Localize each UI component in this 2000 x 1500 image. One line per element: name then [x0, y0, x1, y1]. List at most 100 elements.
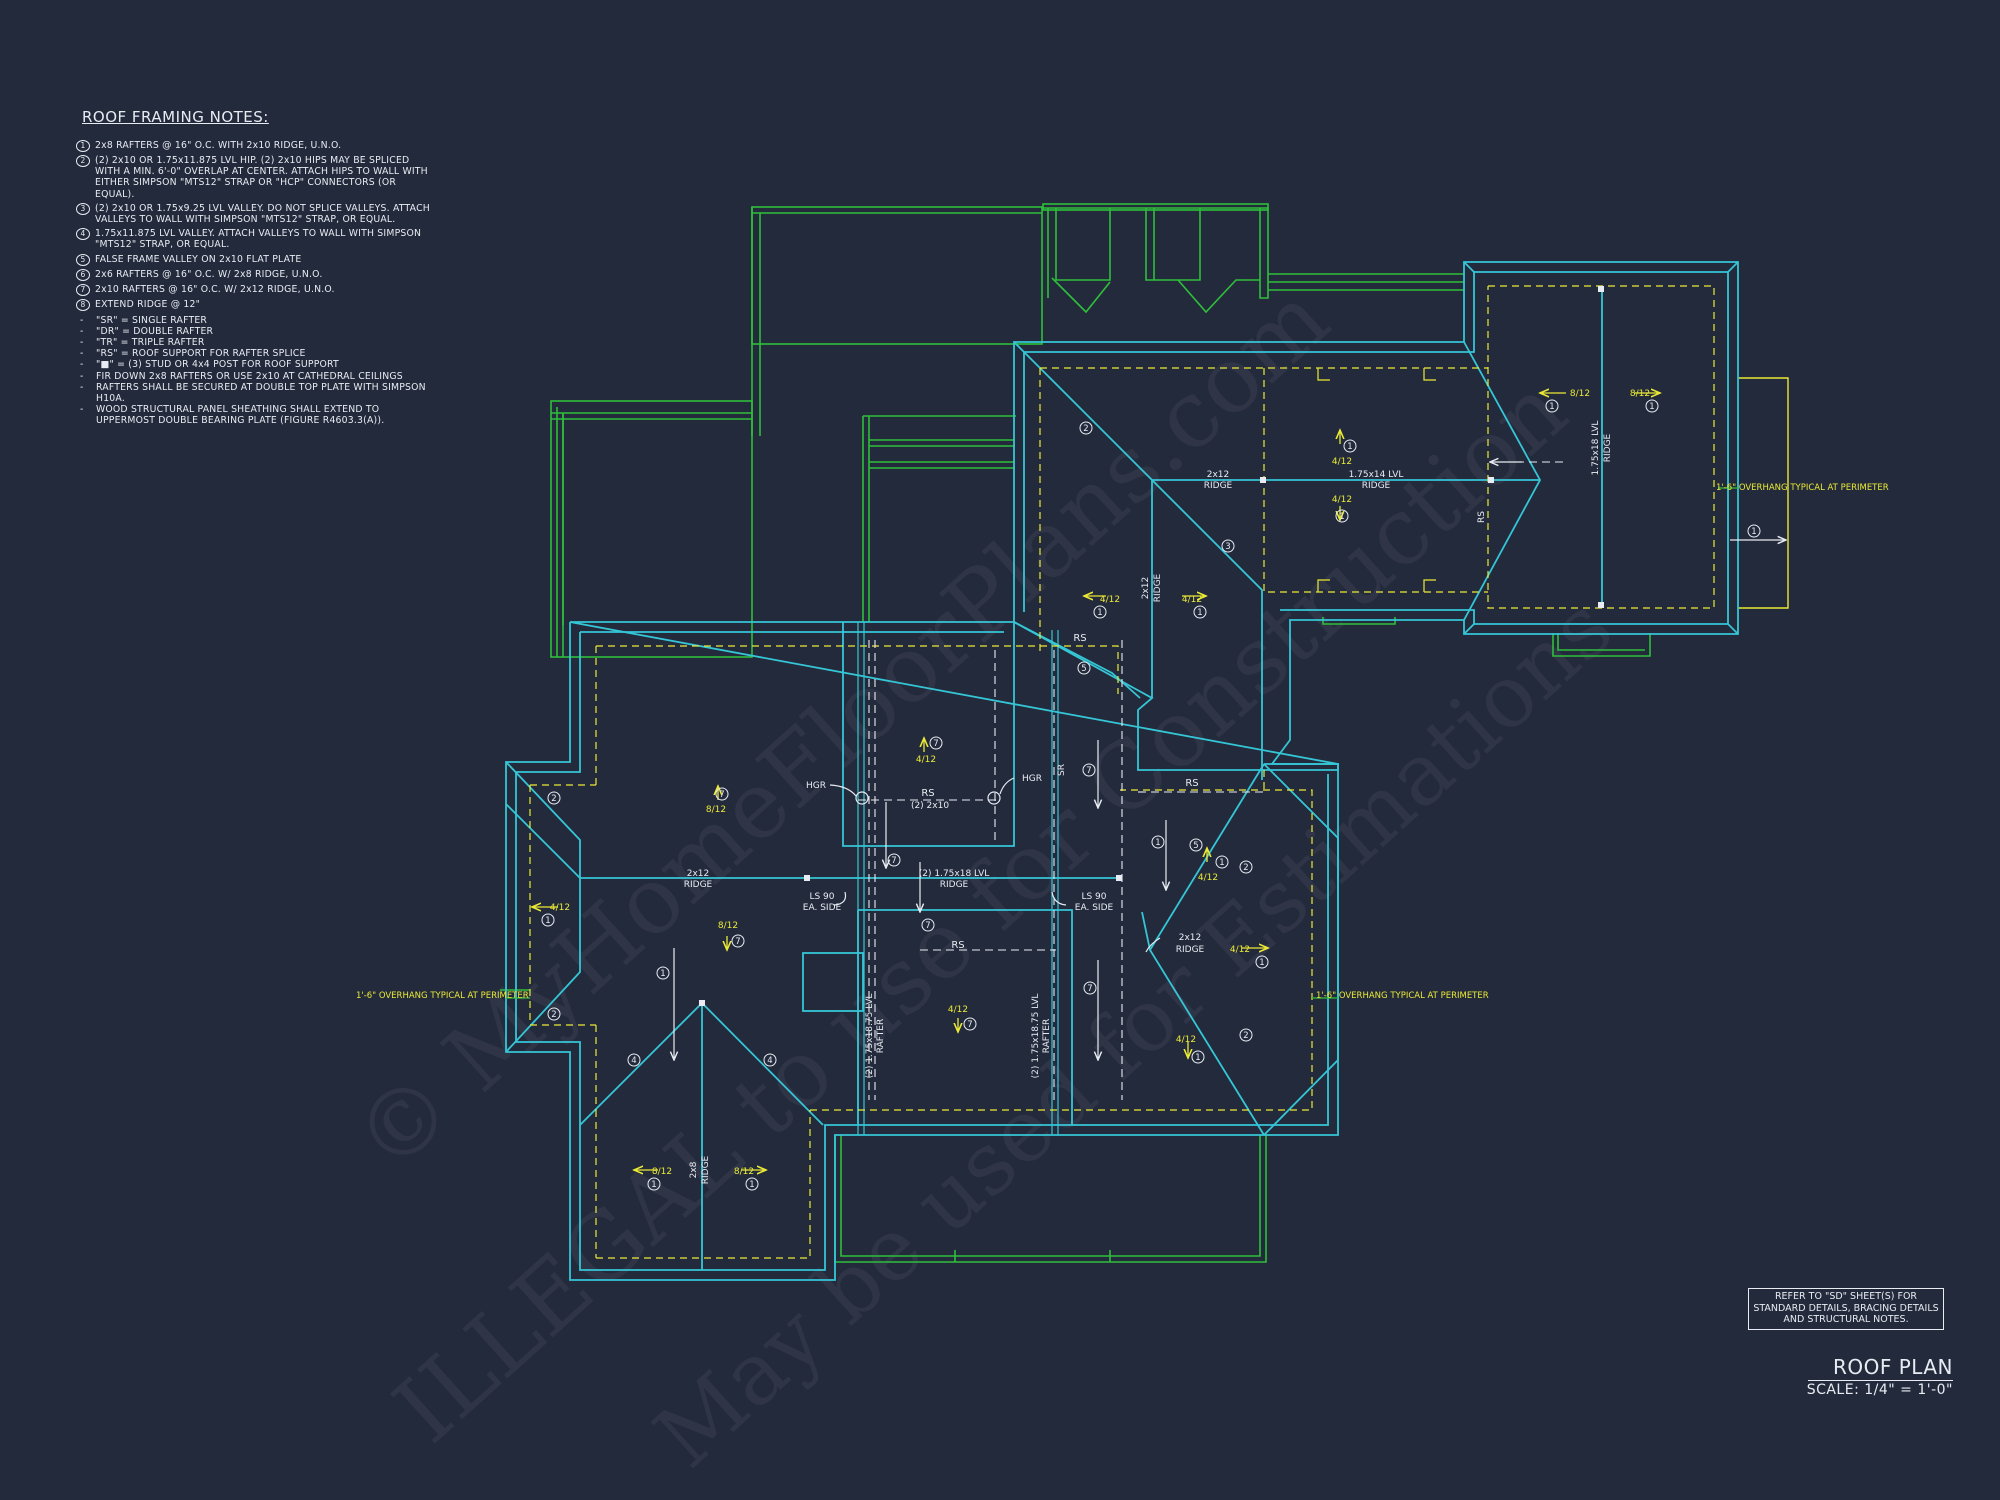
note-mark-number: 4 — [631, 1056, 636, 1066]
note-text: FALSE FRAME VALLEY ON 2x10 FLAT PLATE — [95, 253, 302, 265]
rafter-dash-lines — [858, 461, 1564, 1100]
note-mark-number: 7 — [925, 921, 930, 931]
bullet-text: RAFTERS SHALL BE SECURED AT DOUBLE TOP P… — [96, 381, 426, 405]
bullet-notes: -"SR" = SINGLE RAFTER-"DR" = DOUBLE RAFT… — [76, 315, 436, 427]
pitch-label-o: 8/12 — [652, 1167, 672, 1177]
note-mark-number: 3 — [1225, 542, 1230, 552]
bullet-note: -"RS" = ROOF SUPPORT FOR RAFTER SPLICE — [76, 348, 436, 359]
sr-label: SR — [1057, 764, 1067, 776]
note-mark: 2 — [547, 1007, 561, 1021]
note-mark-circle — [1093, 605, 1107, 619]
note-mark-circle — [1239, 860, 1253, 874]
note-mark-circle — [1083, 981, 1097, 995]
bullet-note: -"SR" = SINGLE RAFTER — [76, 315, 436, 326]
note-mark-number: 1 — [1339, 512, 1344, 522]
note-mark: 5 — [1189, 838, 1203, 852]
plan-title: ROOF PLAN — [1808, 1355, 1953, 1381]
note-mark-number: 1 — [1751, 527, 1756, 537]
note-mark: 2 — [1239, 860, 1253, 874]
pitch-label-j: 4/12 — [550, 903, 570, 913]
note-mark-circle — [1151, 835, 1165, 849]
bullet-text: "RS" = ROOF SUPPORT FOR RAFTER SPLICE — [96, 348, 306, 360]
framing-note: 3(2) 2x10 OR 1.75x9.25 LVL VALLEY. DO NO… — [76, 202, 436, 225]
bullet-note: -FIR DOWN 2x8 RAFTERS OR USE 2x10 AT CAT… — [76, 371, 436, 382]
note-mark-number: 2 — [551, 794, 556, 804]
note-mark: 5 — [1077, 661, 1091, 675]
pitch-label-a: 8/12 — [1570, 389, 1590, 399]
bullet-dash: - — [80, 325, 84, 337]
framing-note: 4 1.75x11.875 LVL VALLEY. ATTACH VALLEYS … — [76, 228, 436, 250]
pitch-label-e: 4/12 — [1100, 595, 1120, 605]
note-mark-number: 1 — [1219, 858, 1224, 868]
note-mark-number: 7 — [933, 739, 938, 749]
note-text: 2x6 RAFTERS @ 16" O.C. W/ 2x8 RIDGE, U.N… — [95, 268, 323, 280]
bullet-note: -"DR" = DOUBLE RAFTER — [76, 326, 436, 337]
note-mark-number: 7 — [735, 937, 740, 947]
note-mark: 1 — [1151, 835, 1165, 849]
center-lvl-size: (2) 1.75x18 LVL — [919, 869, 989, 879]
note-mark-number: 1 — [1197, 608, 1202, 618]
lvl-rafter-right-size: (2) 1.75x18.75 LVL — [1031, 994, 1041, 1079]
rafter-direction-arrows — [674, 462, 1786, 1060]
note-mark-circle — [1191, 1050, 1205, 1064]
note-mark-circle — [1077, 661, 1091, 675]
overhang-leaders — [506, 487, 1738, 999]
note-mark-circle — [656, 966, 670, 980]
plan-scale: SCALE: 1/4" = 1'-0" — [1806, 1382, 1953, 1398]
note-mark-circle — [547, 791, 561, 805]
bullet-text: WOOD STRUCTURAL PANEL SHEATHING SHALL EX… — [96, 404, 385, 427]
pitch-label-h: 8/12 — [706, 805, 726, 815]
note-mark: 7 — [887, 853, 901, 867]
ls90-left: LS 90 — [809, 892, 834, 902]
note-mark: 1 — [1747, 524, 1761, 538]
lvl-rafter-right: RAFTER — [1042, 1019, 1052, 1054]
note-number-circle: 8 — [76, 298, 90, 311]
note-number-circle: 6 — [76, 268, 90, 281]
bullet-dash: - — [80, 404, 84, 416]
ls90-right: LS 90 — [1081, 892, 1106, 902]
hgr-label-right: HGR — [1022, 774, 1042, 784]
note-mark-number: 5 — [1193, 841, 1198, 851]
ea-side-left: EA. SIDE — [803, 903, 842, 913]
note-mark: 1 — [1255, 955, 1269, 969]
overhang-label-center: 1'-6" OVERHANG TYPICAL AT PERIMETER — [1316, 991, 1489, 1001]
note-mark-circle — [963, 1017, 977, 1031]
note-text: 1.75x11.875 LVL VALLEY. ATTACH VALLEYS T… — [95, 228, 422, 251]
notes-title: ROOF FRAMING NOTES: — [82, 108, 269, 126]
hgr-label-left: HGR — [806, 781, 826, 791]
note-mark-number: 1 — [749, 1180, 754, 1190]
rs-size-label: (2) 2x10 — [911, 801, 949, 811]
note-mark-circle — [1747, 524, 1761, 538]
ridge-vertical: RIDGE — [1153, 573, 1163, 602]
note-mark-circle — [1545, 399, 1559, 413]
note-mark-circle — [1255, 955, 1269, 969]
note-mark-circle — [763, 1053, 777, 1067]
note-mark-circle — [547, 1007, 561, 1021]
note-mark-number: 1 — [1259, 958, 1264, 968]
note-mark: 1 — [1191, 1050, 1205, 1064]
note-mark-circle — [647, 1177, 661, 1191]
note-mark: 7 — [929, 736, 943, 750]
rs-label-3: RS — [921, 788, 934, 799]
note-mark: 4 — [763, 1053, 777, 1067]
pitch-label-m: 4/12 — [1230, 945, 1250, 955]
note-text: 2x10 RAFTERS @ 16" O.C. W/ 2x12 RIDGE, U… — [95, 283, 335, 295]
pitch-label-k: 4/12 — [948, 1005, 968, 1015]
note-mark-number: 7 — [1087, 984, 1092, 994]
ridge-size-vertical: 2x12 — [1141, 577, 1151, 600]
ridge-label: RIDGE — [1204, 481, 1233, 491]
pitch-label-f: 4/12 — [1182, 595, 1202, 605]
overhang-box-right — [1738, 377, 1789, 609]
note-mark-circle — [731, 934, 745, 948]
bullet-dash: - — [80, 359, 84, 371]
rs-label-2: RS — [1185, 778, 1198, 789]
note-text: EXTEND RIDGE @ 12" — [95, 298, 201, 310]
pitch-label-i: 8/12 — [718, 921, 738, 931]
note-mark-circle — [715, 787, 729, 801]
note-number-circle: 4 — [76, 228, 90, 241]
note-mark: 1 — [1093, 605, 1107, 619]
bullet-text: "DR" = DOUBLE RAFTER — [96, 325, 214, 337]
note-mark: 1 — [647, 1177, 661, 1191]
